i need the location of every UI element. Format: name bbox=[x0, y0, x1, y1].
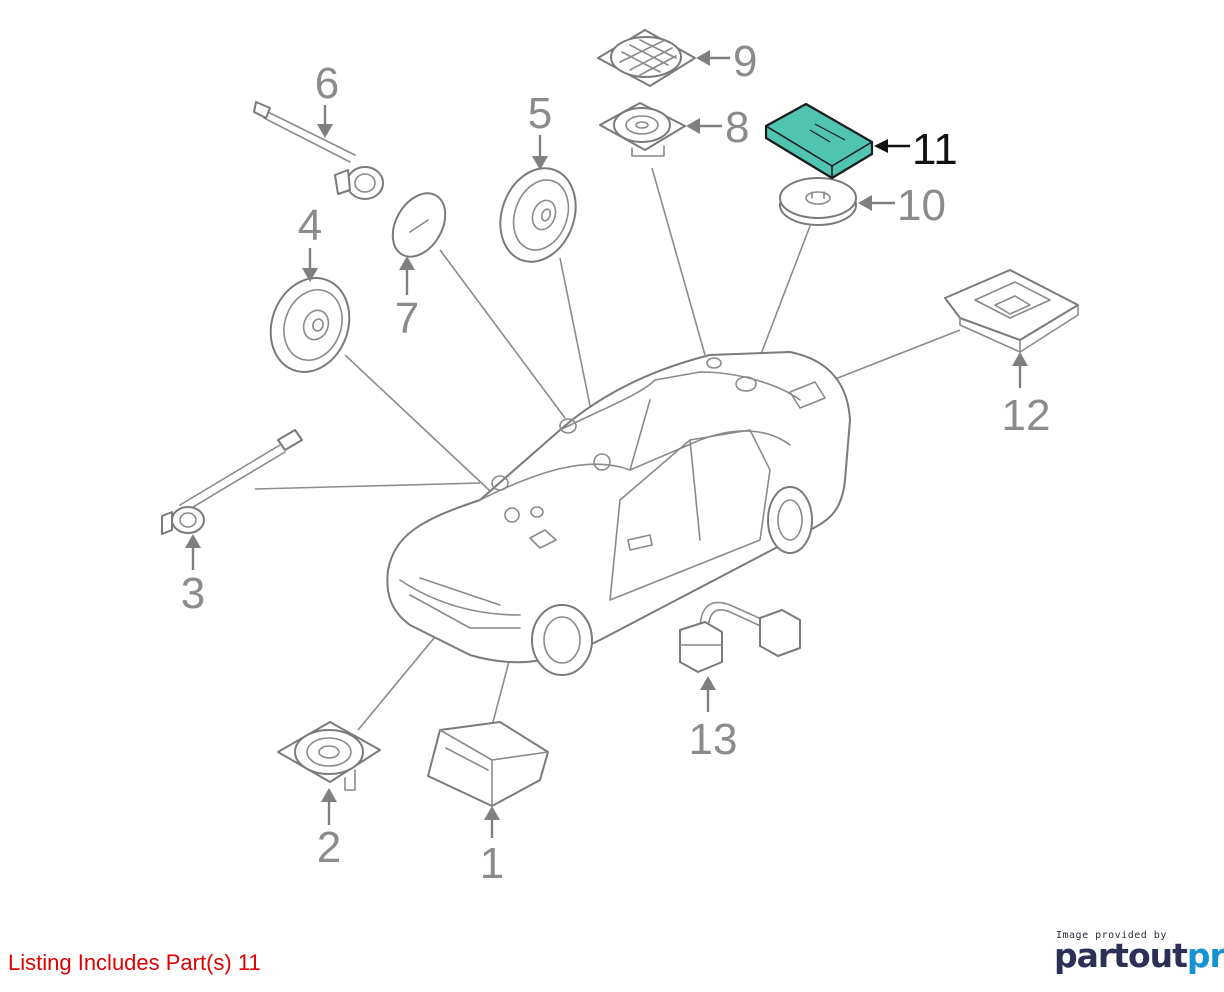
callout-1: 1 bbox=[480, 839, 504, 888]
partoutpro-logo: partoutpro bbox=[1054, 936, 1224, 975]
callout-6: 6 bbox=[315, 59, 339, 108]
image-credit-caption: Image provided by bbox=[1056, 930, 1167, 941]
part-10-speaker bbox=[779, 177, 857, 226]
callout-2: 2 bbox=[317, 823, 341, 872]
callout-9: 9 bbox=[733, 37, 757, 86]
callout-3: 3 bbox=[181, 569, 205, 618]
part-7-cover bbox=[391, 192, 447, 258]
part-13-connector bbox=[679, 601, 801, 673]
callout-7: 7 bbox=[395, 294, 419, 343]
callout-10: 10 bbox=[897, 181, 946, 230]
callout-arrows bbox=[185, 50, 1028, 838]
callout-8: 8 bbox=[725, 103, 749, 152]
part-9-grille bbox=[597, 29, 696, 87]
part-6-wire-sensor bbox=[253, 101, 384, 200]
callout-4: 4 bbox=[298, 201, 322, 250]
part-5-door-speaker bbox=[499, 167, 577, 263]
logo-text-part1: partout bbox=[1054, 936, 1188, 975]
part-4-door-speaker bbox=[269, 277, 351, 373]
callout-11: 11 bbox=[912, 125, 958, 174]
callout-5: 5 bbox=[528, 89, 552, 138]
part-1-audio-unit bbox=[427, 721, 549, 807]
callout-13: 13 bbox=[689, 715, 738, 764]
part-11-highlighted-module bbox=[764, 102, 874, 180]
part-3-harness-sensor bbox=[161, 429, 303, 535]
part-2-speaker bbox=[277, 721, 381, 791]
part-12-bracket bbox=[944, 269, 1079, 353]
listing-includes-text: Listing Includes Part(s) 11 bbox=[8, 950, 261, 975]
vehicle-outline bbox=[386, 351, 851, 676]
part-8-tweeter bbox=[599, 102, 686, 157]
logo-text-part2: pro bbox=[1186, 936, 1224, 975]
callout-12: 12 bbox=[1002, 391, 1051, 440]
callout-numbers: 1 2 3 4 5 6 7 8 9 10 11 12 13 bbox=[181, 37, 1051, 888]
